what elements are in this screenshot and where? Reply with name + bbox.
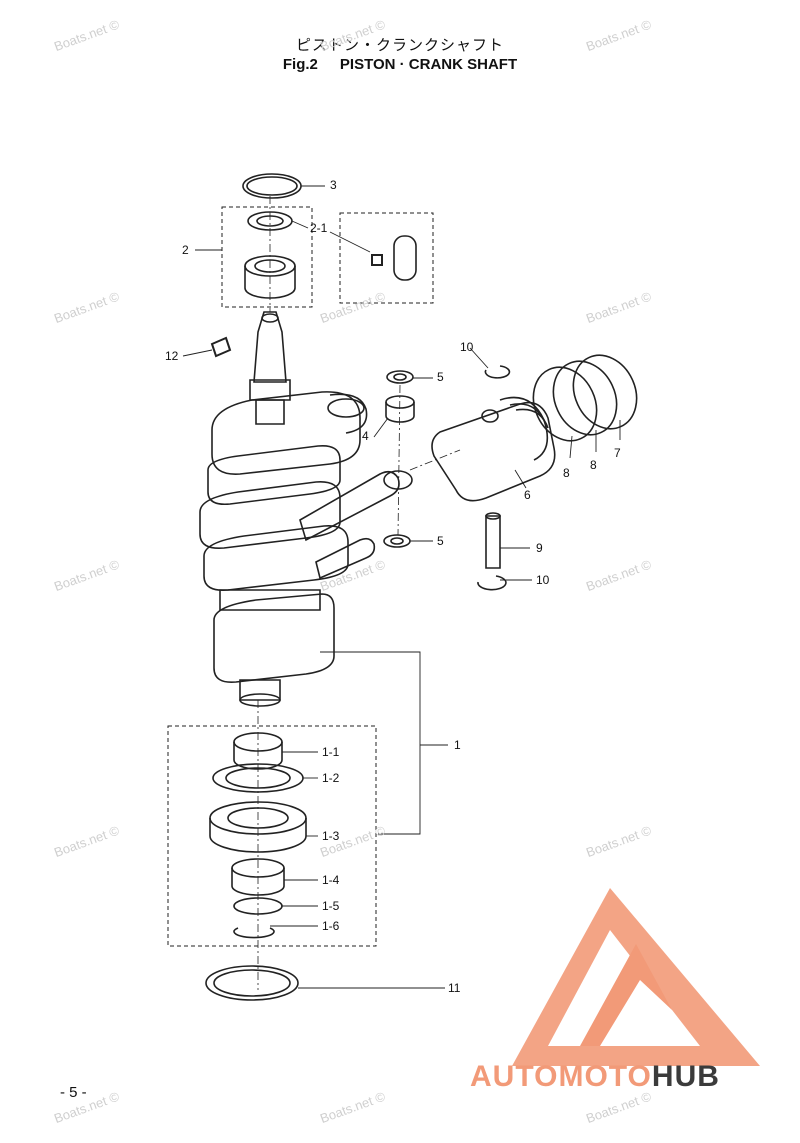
crankshaft-lower-journal [239,679,281,701]
crank-web-1 [211,391,361,475]
part-6-piston [431,401,556,502]
label-8a: 8 [563,466,570,480]
brand-logo-text: AUTOMOTOHUB [470,1060,720,1094]
label-1-1: 1-1 [322,745,340,759]
title-english: Fig.2 PISTON · CRANK SHAFT [0,56,800,73]
label-10-bottom: 10 [536,573,550,587]
part-7-ring [572,354,638,430]
part-5-washer-bottom [383,534,411,548]
brand-part-2: HUB [651,1060,720,1093]
part-4-needle-bearing [385,402,415,423]
connecting-rod-lower [315,537,376,580]
label-6: 6 [524,488,531,502]
label-5-top: 5 [437,370,444,384]
label-11: 11 [448,981,461,995]
label-5-bottom: 5 [437,534,444,548]
crankshaft-taper [253,311,287,383]
part-12-key [210,336,232,358]
label-9: 9 [536,541,543,555]
part-5-washer-top [386,370,414,384]
crank-web-2 [207,444,341,506]
connecting-rod-upper [299,470,400,542]
inset-pin [393,235,417,281]
part-8-ring-a [552,360,618,436]
crank-web-4 [203,525,349,592]
part-11-seal [205,965,299,1001]
part-10-clip-bottom [477,575,507,591]
label-10-top: 10 [460,340,474,354]
brand-logo-mark [512,888,760,1066]
label-1-2: 1-2 [322,771,340,785]
part-2-group-box [221,206,313,308]
figure-caption: PISTON · CRANK SHAFT [339,56,518,73]
label-12: 12 [165,349,179,363]
label-1-4: 1-4 [322,873,340,887]
label-3: 3 [330,178,337,192]
title-japanese: ピストン・クランクシャフト [295,37,504,54]
label-1: 1 [454,738,461,752]
figure-number: Fig.2 [282,56,318,73]
label-7: 7 [614,446,621,460]
label-1-3: 1-3 [322,829,340,843]
label-4: 4 [362,429,369,443]
label-1-6: 1-6 [322,919,340,933]
part-10-clip-top [484,365,511,379]
part-9-piston-pin [485,515,501,569]
label-1-5: 1-5 [322,899,340,913]
label-8b: 8 [590,458,597,472]
part-1-group-box [167,725,377,947]
crank-web-5 [213,593,335,684]
inset-box [339,212,434,304]
part-8-ring-b [532,366,598,442]
part-1-6-clip [233,927,275,939]
brand-part-1: AUTOMOTO [470,1060,652,1093]
page-number: - 5 - [60,1084,87,1101]
label-2-1: 2-1 [310,221,328,235]
label-2: 2 [182,243,189,257]
